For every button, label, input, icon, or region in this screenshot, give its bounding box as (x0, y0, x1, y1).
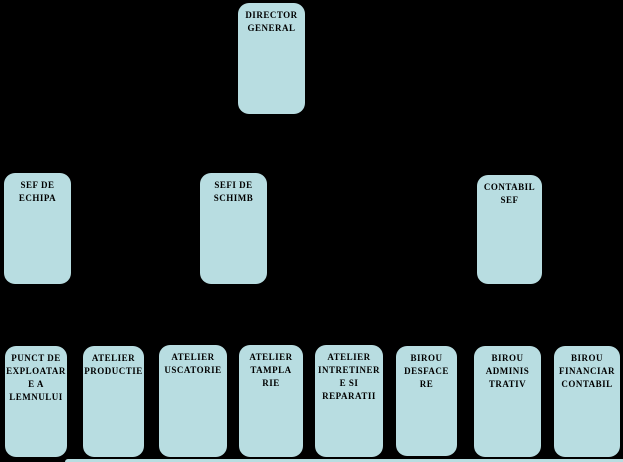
org-box-label-line: ATELIER (327, 352, 371, 362)
org-box-director-general: DIRECTOR GENERAL (238, 3, 305, 114)
org-box-label-line: ADMINIS (485, 366, 530, 376)
org-box-label-line: BIROU (570, 353, 603, 363)
org-box-label-line: BIROU (410, 353, 443, 363)
org-box-label-line: PRODUCTIE (84, 366, 143, 376)
org-box-label-line: SCHIMB (213, 193, 254, 203)
org-box-label-line: ATELIER (171, 352, 215, 362)
org-box-label-line: DESFACE (404, 366, 449, 376)
org-box-label-line: ATELIER (91, 353, 136, 363)
org-box-birou-desfacere: BIROU DESFACE RE (396, 346, 457, 456)
org-box-label-line: GENERAL (247, 23, 296, 33)
org-box-atelier-tamplarie: ATELIER TAMPLA RIE (239, 345, 303, 457)
org-box-contabil-sef: CONTABIL SEF (477, 175, 542, 284)
org-box-label-line: RE (419, 379, 434, 389)
org-box-label-line: INTRETINER (317, 365, 380, 375)
org-box-label-line: CONTABIL (483, 182, 536, 192)
org-box-label-line: CONTABIL (561, 379, 613, 389)
org-box-label-line: USCATORIE (164, 365, 222, 375)
org-box-label-line: SEF DE (20, 180, 55, 190)
org-box-atelier-intretinere-si-reparatii: ATELIER INTRETINER E SI REPARATII (315, 345, 383, 457)
org-box-label-line: ATELIER (249, 352, 293, 362)
org-box-birou-administrativ: BIROU ADMINIS TRATIV (474, 346, 541, 457)
org-box-label-line: RIE (262, 378, 280, 388)
org-box-punct-de-exploatare-a-lemnului: PUNCT DE EXPLOATAR E A LEMNULUI (5, 346, 67, 457)
org-box-label-line: TAMPLA (250, 365, 292, 375)
org-box-atelier-uscatorie: ATELIER USCATORIE (159, 345, 227, 457)
org-box-label-line: FINANCIAR (559, 366, 615, 376)
org-box-birou-financiar-contabil: BIROU FINANCIAR CONTABIL (554, 346, 620, 457)
org-box-label-line: SEF (500, 195, 519, 205)
org-box-atelier-productie: ATELIER PRODUCTIE (83, 346, 144, 457)
org-box-label-line: DIRECTOR (245, 10, 298, 20)
org-box-label-line: PUNCT DE (11, 353, 61, 363)
org-box-label-line: E A (28, 379, 44, 389)
org-box-label-line: ECHIPA (18, 193, 57, 203)
org-box-sef-de-echipa: SEF DE ECHIPA (4, 173, 71, 284)
org-box-label-line: REPARATII (322, 391, 376, 401)
org-box-label-line: EXPLOATAR (6, 366, 66, 376)
org-box-label-line: SEFI DE (214, 180, 253, 190)
org-box-label-line: BIROU (491, 353, 524, 363)
bottom-partial-shape (65, 459, 623, 462)
org-box-sefi-de-schimb: SEFI DE SCHIMB (200, 173, 267, 284)
org-box-label-line: E SI (339, 378, 359, 388)
org-box-label-line: TRATIV (488, 379, 527, 389)
org-box-label-line: LEMNULUI (9, 392, 63, 402)
